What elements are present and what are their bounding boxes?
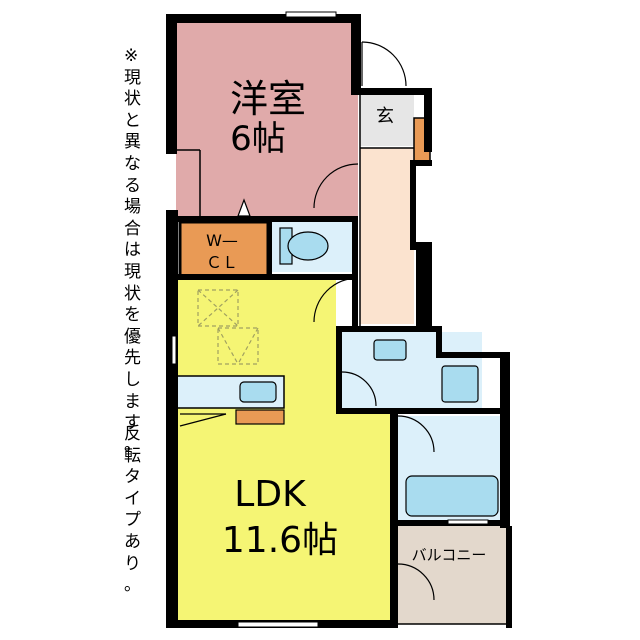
note-disclaimer: ※現状と異なる場合は現状を優先します。 xyxy=(124,46,152,456)
note-char: イ xyxy=(124,488,141,509)
note-char: な xyxy=(124,153,141,174)
note-char: 異 xyxy=(124,132,141,153)
kitchen-side-counter xyxy=(235,409,285,425)
note-char: を xyxy=(124,305,141,326)
kitchen-sink xyxy=(239,381,277,403)
corridor xyxy=(360,148,414,324)
note-char: と xyxy=(124,110,141,131)
note-char: 先 xyxy=(124,348,141,369)
note-char: は xyxy=(124,240,141,261)
note-char: ※ xyxy=(124,46,139,66)
note-char: タ xyxy=(124,467,141,488)
western-room-size: 6帖 xyxy=(230,119,286,159)
washing-machine xyxy=(441,365,479,403)
note-char: り xyxy=(124,553,141,574)
note-char: 状 xyxy=(124,89,141,110)
note-char: 転 xyxy=(124,445,141,466)
note-char: す xyxy=(124,413,141,434)
partitions xyxy=(176,95,506,625)
note-char: ま xyxy=(124,391,141,412)
note-char: 。 xyxy=(124,434,141,455)
wash-basin xyxy=(373,339,407,361)
note-char: し xyxy=(124,369,141,390)
closet-label-line2: ＣＬ xyxy=(206,253,238,272)
note-char: 合 xyxy=(124,218,141,239)
storage-boxes xyxy=(197,289,259,365)
western-room-name: 洋室 xyxy=(230,77,306,121)
balcony-label: バルコニー xyxy=(412,546,487,564)
note-char: 。 xyxy=(124,575,141,596)
entrance-label: 玄 xyxy=(376,106,394,127)
western-room xyxy=(176,22,358,218)
closet-label-line1: W— xyxy=(206,231,238,250)
bath-tub xyxy=(405,475,499,517)
door-swings xyxy=(179,41,435,601)
balcony-area xyxy=(398,526,506,624)
toilet-fixture xyxy=(279,227,329,265)
note-char: あ xyxy=(124,531,141,552)
note-char: 場 xyxy=(124,197,141,218)
note-char: 優 xyxy=(124,326,141,347)
ldk-room xyxy=(176,280,390,620)
windows xyxy=(171,11,489,628)
closet-walk-in xyxy=(178,220,270,280)
entrance-floor xyxy=(360,94,414,146)
note-char: 現 xyxy=(124,261,141,282)
ldk-size: 11.6帖 xyxy=(222,520,338,561)
note-char: 状 xyxy=(124,283,141,304)
note-char: 反 xyxy=(124,424,141,444)
note-char: 現 xyxy=(124,67,141,88)
note-char: プ xyxy=(124,510,141,531)
note-reverse-type: 反転タイプあり。 xyxy=(124,424,152,597)
ldk-name: LDK xyxy=(234,474,307,515)
note-char: る xyxy=(124,175,141,196)
